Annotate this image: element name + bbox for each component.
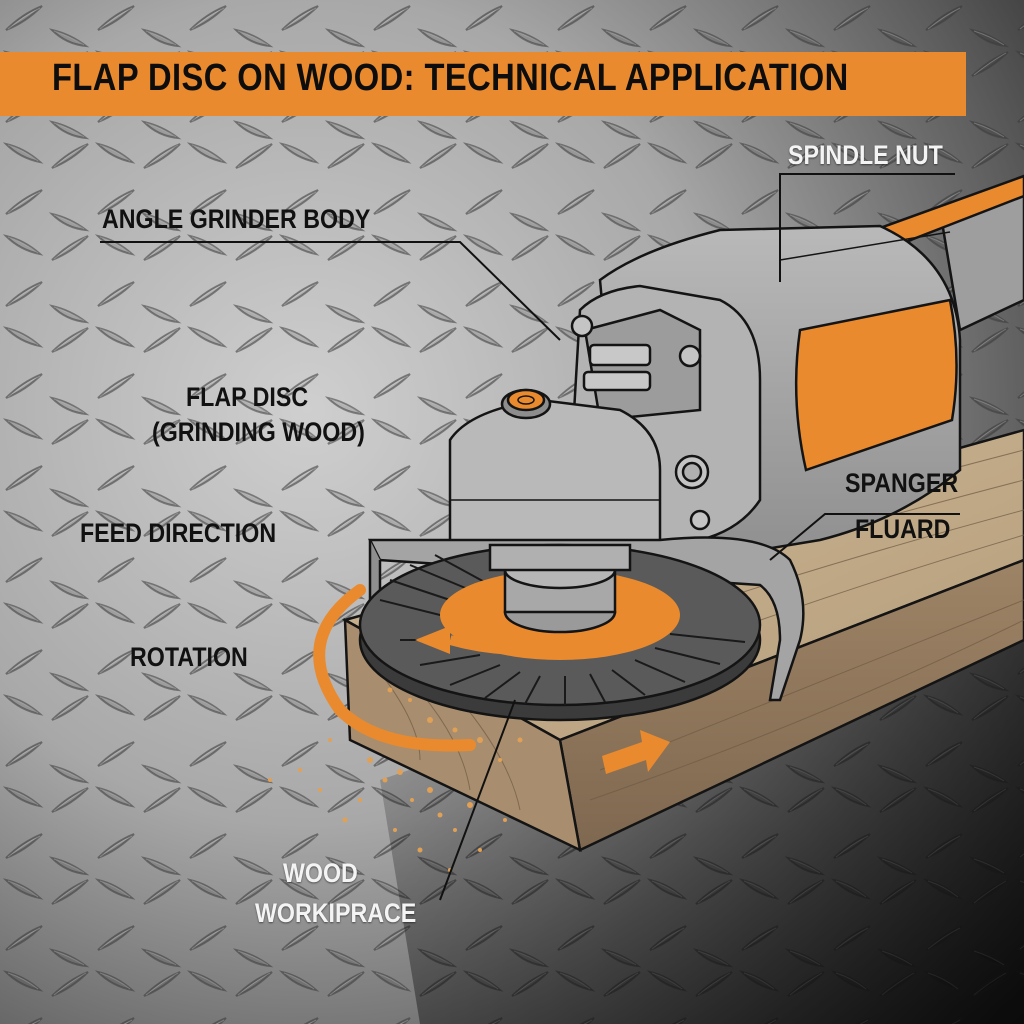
title-banner [0,52,966,116]
label-workpiece-line2: WORKIPRACE [255,898,417,928]
leader-lines [100,173,960,901]
feed-direction-arrow-icon [602,730,670,774]
label-spindle-nut: SPINDLE NUT [788,140,943,170]
leader-spindle-nut [779,173,955,282]
page-title: FLAP DISC ON WOOD: TECHNICAL APPLICATION [52,57,849,99]
label-guard-line1: SPANGER [845,468,959,498]
label-angle-grinder-body: ANGLE GRINDER BODY [102,204,371,234]
flap-disc [358,543,762,722]
label-rotation: ROTATION [130,642,248,672]
leader-angle-grinder-body [100,241,561,341]
label-flap-disc: FLAP DISC [186,382,309,412]
rotation-arrow-icon [313,584,476,752]
label-flap-disc-sub: (GRINDING WOOD) [152,417,365,447]
leader-guard [769,513,960,561]
label-guard-line2: FLUARD [855,514,951,544]
grinder-gear-head [448,284,762,547]
rotation-arrow-inner-icon [415,626,450,654]
label-feed-direction: FEED DIRECTION [80,518,277,548]
leader-workpiece [439,699,516,901]
wood-dust-particles [268,687,523,872]
label-workpiece-line1: WOOD [283,858,358,888]
